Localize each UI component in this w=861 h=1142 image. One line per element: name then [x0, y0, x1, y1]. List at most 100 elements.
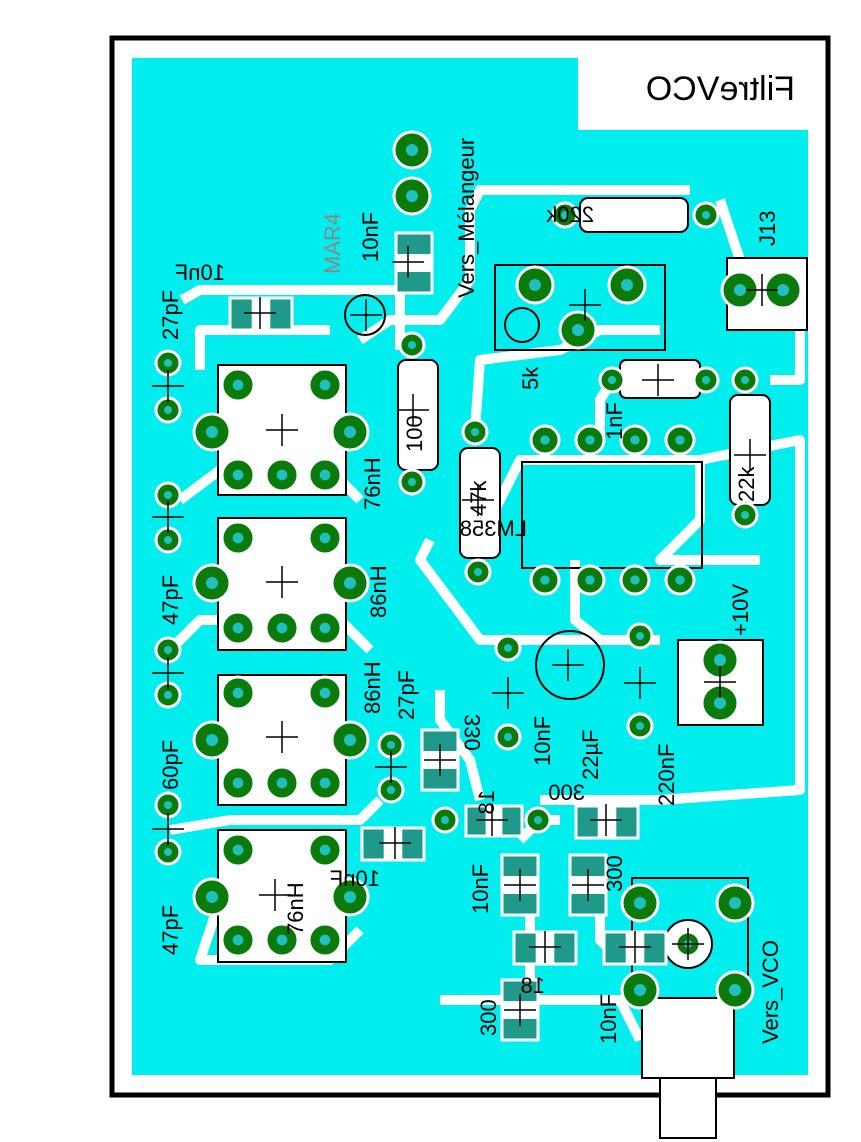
pad-hole	[474, 568, 482, 576]
pad-hole	[406, 144, 418, 156]
pad-hole	[164, 691, 172, 699]
crosshair-mark	[392, 246, 424, 278]
pad-hole	[232, 469, 244, 481]
pad-hole	[540, 575, 550, 585]
pad-hole	[206, 734, 218, 746]
pad-hole	[276, 622, 288, 634]
pad-hole	[534, 816, 542, 824]
label-r5k: 5k	[518, 366, 543, 390]
label-r47k: 47k	[466, 480, 491, 516]
pad-hole	[529, 279, 541, 291]
crosshair-mark	[379, 827, 411, 859]
label-r18a: 18	[474, 790, 499, 815]
label-c47pf-b: 47pF	[158, 904, 183, 955]
crosshair-mark	[424, 744, 456, 776]
smd-gap	[251, 298, 271, 330]
pad-hole	[675, 575, 685, 585]
crosshair-mark	[642, 364, 674, 396]
smd-gap	[485, 806, 503, 836]
pad-hole	[636, 722, 644, 730]
pad-hole	[232, 622, 244, 634]
label-c10nf-bot: 10nF	[596, 993, 621, 1044]
bnc-body	[641, 997, 735, 1079]
pad-hole	[585, 435, 595, 445]
label-c27pf-b: 27pF	[394, 669, 419, 720]
pad-hole	[504, 733, 512, 741]
pad-hole	[276, 934, 288, 946]
label-c22uf: 22µF	[578, 729, 603, 780]
pad-hole	[164, 801, 172, 809]
label-r330: 330	[460, 714, 485, 751]
pad-hole	[344, 426, 356, 438]
crosshair-mark	[397, 394, 429, 426]
pad-hole	[164, 646, 172, 654]
crosshair-mark	[590, 804, 622, 836]
label-r220k: 220k	[546, 202, 594, 227]
label-l76nh-a: 76nH	[360, 457, 385, 510]
crosshairs	[152, 246, 778, 1026]
pad-hole	[232, 934, 244, 946]
pad-hole	[164, 406, 172, 414]
pad-hole	[206, 891, 218, 903]
crosshair-mark	[152, 370, 184, 402]
pad-hole	[319, 687, 331, 699]
pad-hole	[344, 891, 356, 903]
crosshair-mark	[504, 869, 536, 901]
pad-hole	[164, 359, 172, 367]
pad-hole	[387, 786, 395, 794]
crosshair-mark	[152, 657, 184, 689]
pad-hole	[777, 284, 789, 296]
pad-hole	[630, 575, 640, 585]
crosshair-mark	[259, 879, 291, 911]
pad-hole	[164, 536, 172, 544]
pad-hole	[702, 211, 710, 219]
label-l86nh-a: 86nH	[366, 565, 391, 618]
pad-hole	[714, 697, 726, 709]
crosshair-mark	[569, 289, 601, 321]
pad-hole	[675, 435, 685, 445]
pad-hole	[504, 644, 512, 652]
pad-hole	[232, 777, 244, 789]
pad-hole	[608, 376, 616, 384]
pad-hole	[585, 575, 595, 585]
pad-hole	[634, 897, 646, 909]
crosshair-mark	[350, 299, 382, 331]
crosshair-mark	[266, 414, 298, 446]
pad-hole	[206, 577, 218, 589]
crosshair-mark	[266, 721, 298, 753]
pad-hole	[621, 279, 633, 291]
pad-hole	[729, 984, 741, 996]
smd-gap	[597, 806, 617, 838]
pad-hole	[232, 844, 244, 856]
label-l86nh-b: 86nH	[360, 661, 385, 714]
pad-hole	[344, 734, 356, 746]
pad-hole	[540, 435, 550, 445]
bnc-stub	[659, 1077, 717, 1139]
label-c1nf: 1nF	[602, 402, 627, 440]
label-r300-b: 300	[602, 855, 627, 892]
label-c60pf: 60pF	[158, 739, 183, 790]
label-c10nf-mid2: 10nF	[468, 863, 493, 914]
label-r300-c: 300	[476, 999, 501, 1036]
label-c10nf-left: 10nF	[329, 866, 380, 891]
label-lm358: LM358	[459, 516, 527, 541]
pad-hole	[319, 622, 331, 634]
pad-hole	[232, 532, 244, 544]
pad-hole	[276, 777, 288, 789]
label-j13: J13	[755, 210, 780, 246]
pad-hole	[729, 897, 741, 909]
crosshair-mark	[152, 813, 184, 845]
pad-hole	[702, 376, 710, 384]
pad-hole	[387, 741, 395, 749]
label-r300-a: 300	[548, 780, 585, 805]
pad-hole	[319, 379, 331, 391]
label-c10nf-top2: 10nF	[174, 260, 225, 285]
label-c220nf: 220nF	[654, 743, 679, 806]
mar4-outline	[344, 294, 386, 336]
label-r22k: 22k	[734, 466, 759, 502]
crosshair-mark	[624, 667, 656, 699]
smd-gap	[396, 254, 432, 272]
label-c10nf-mid: 10nF	[530, 715, 555, 766]
crosshair-mark	[746, 274, 778, 306]
